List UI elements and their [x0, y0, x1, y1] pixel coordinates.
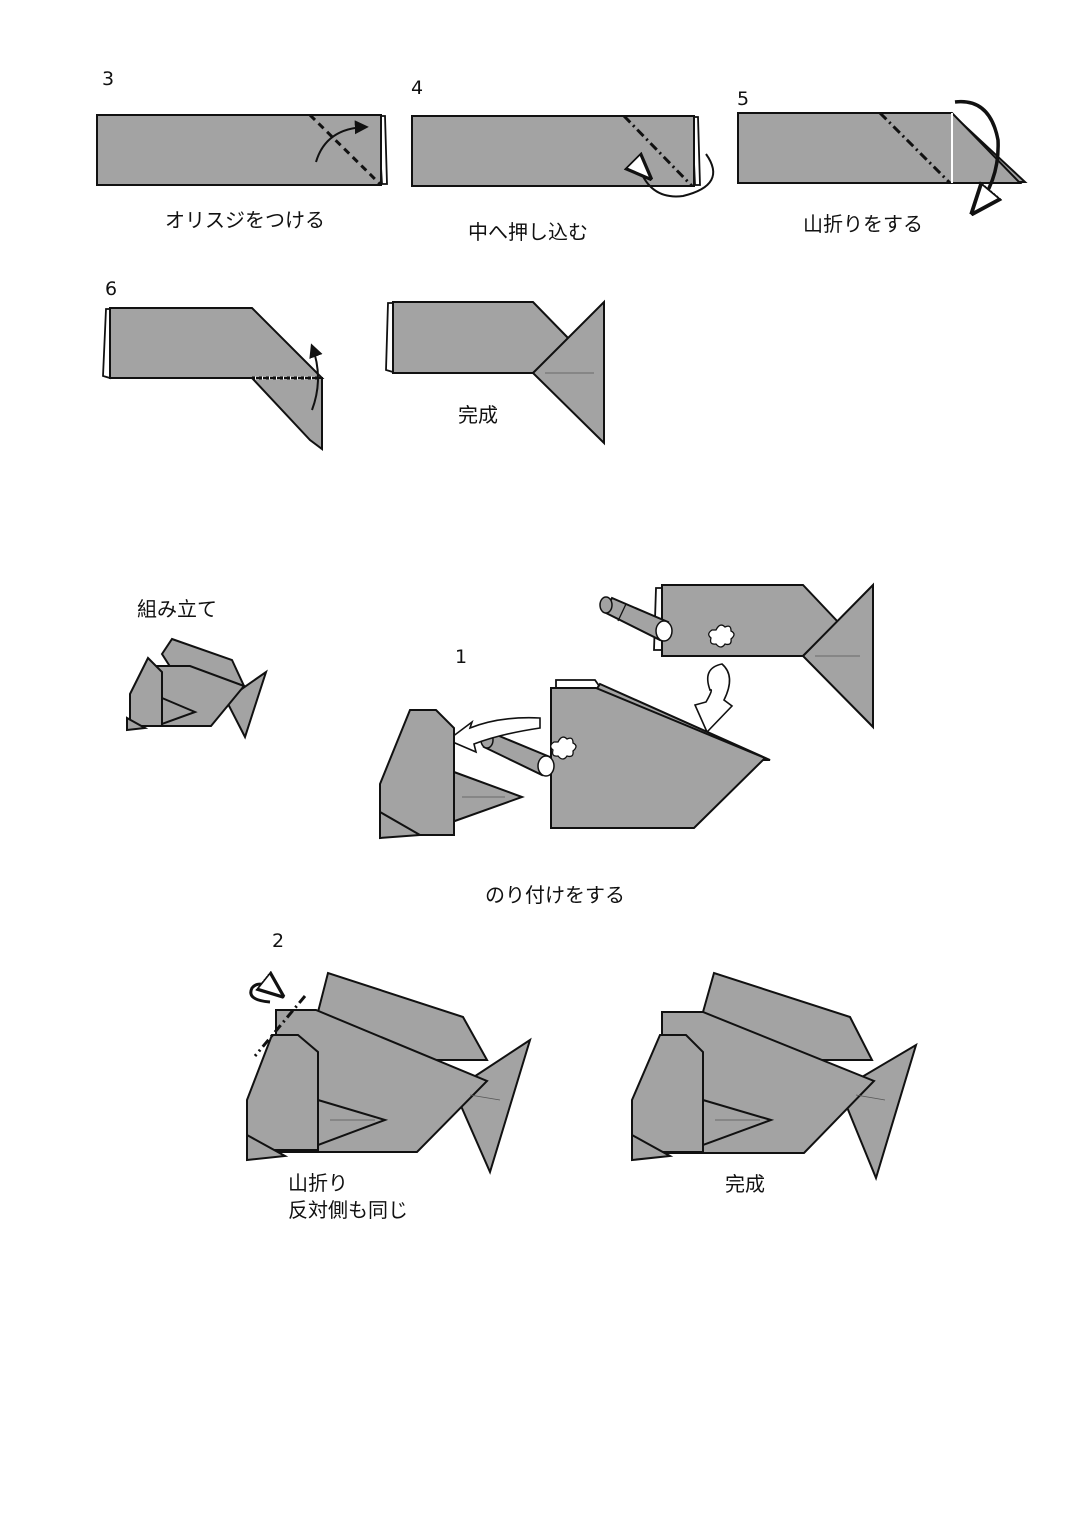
fold-up-arrow	[309, 343, 323, 411]
step5-diagram	[737, 99, 1028, 210]
assembly-step1-diagram	[379, 582, 874, 840]
assembly-step2-diagram	[246, 973, 532, 1175]
assembly-preview-fish	[126, 637, 268, 740]
mountain-fold-arrow	[249, 984, 280, 1004]
glue-spot	[550, 736, 577, 760]
top-done-caption: 完成	[458, 403, 498, 427]
assembly-step2-caption: 山折り 反対側も同じ	[288, 1170, 408, 1224]
step4-caption: 中へ押し込む	[468, 220, 588, 244]
glue-stick-icon	[599, 596, 673, 642]
valley-fold-arrow	[315, 120, 369, 163]
step6-diagram	[102, 307, 325, 451]
caption-line: 反対側も同じ	[288, 1198, 408, 1222]
glue-spot	[708, 624, 735, 648]
step-number: 6	[105, 278, 118, 300]
mountain-fold-arrow	[954, 99, 998, 210]
step-number: 3	[102, 68, 115, 90]
step3-diagram	[96, 113, 388, 187]
step3-caption: オリスジをつける	[165, 208, 325, 232]
step-number: 4	[411, 77, 424, 99]
top-finished-fish	[385, 299, 605, 446]
step-number: 5	[737, 88, 750, 110]
caption-line: 山折り	[288, 1171, 348, 1195]
final-finished-fish	[631, 971, 918, 1181]
step-number: 2	[272, 930, 285, 952]
attach-arrow	[693, 663, 734, 734]
push-in-arrow	[640, 168, 648, 176]
step4-diagram	[411, 114, 715, 198]
final-done-caption: 完成	[725, 1172, 765, 1196]
step-number: 1	[455, 646, 468, 668]
step5-caption: 山折りをする	[803, 212, 923, 236]
attach-arrow	[446, 716, 541, 754]
assembly-title: 組み立て	[137, 597, 217, 621]
assembly-step1-caption: のり付けをする	[485, 883, 625, 907]
